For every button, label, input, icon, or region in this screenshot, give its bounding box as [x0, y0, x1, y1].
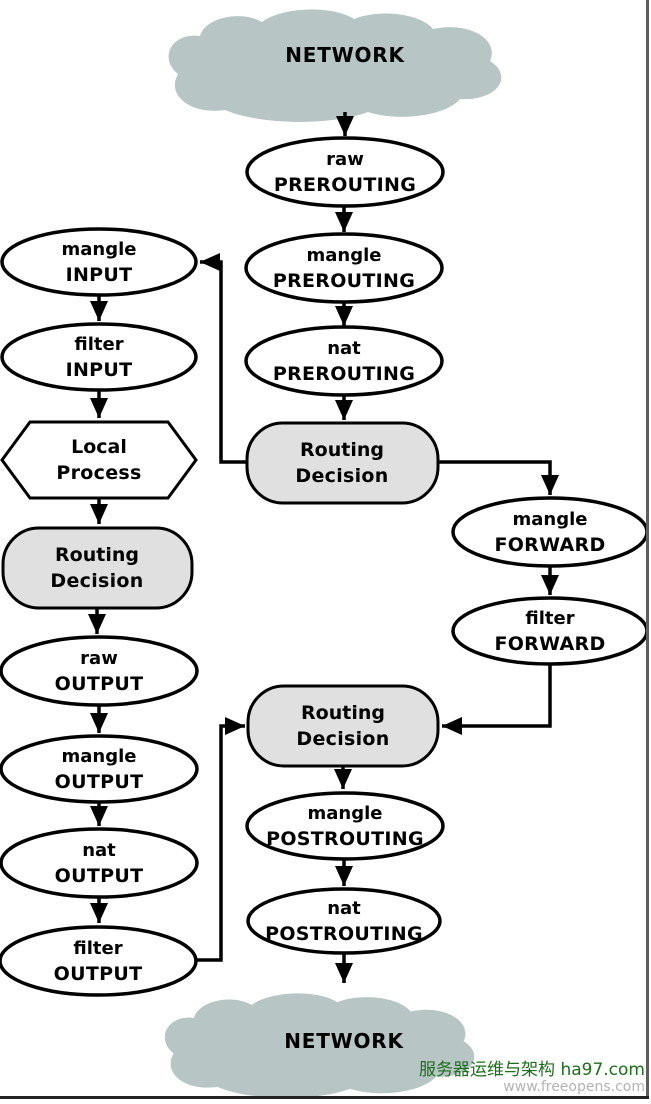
network-cloud-top: [168, 9, 502, 122]
connector-group: [88, 112, 559, 983]
mangle-input-ellipse: [0, 227, 198, 297]
raw-prerouting-ellipse: [245, 136, 445, 208]
mangle-postrouting-ellipse: [245, 791, 445, 861]
routing-decision-mid-box: [245, 421, 440, 505]
arrow-filter-output-to-routing-bottom: [196, 717, 245, 962]
filter-forward-ellipse: [451, 596, 649, 666]
mangle-forward-ellipse: [451, 496, 649, 568]
nat-postrouting-ellipse: [246, 887, 442, 955]
routing-decision-bottom-box: [246, 684, 440, 768]
network-cloud-bottom: [164, 993, 475, 1098]
bottom-edge-shadow: [0, 1096, 649, 1099]
mangle-prerouting-ellipse: [244, 232, 444, 304]
mangle-output-ellipse: [0, 734, 199, 804]
routing-decision-boxes: [1, 421, 440, 768]
raw-output-ellipse: [0, 635, 199, 707]
arrow-routing-mid-to-mangle-forward: [438, 460, 559, 495]
nat-prerouting-ellipse: [244, 325, 444, 397]
local-process-hexagon: [0, 420, 198, 500]
routing-decision-left-box: [1, 526, 194, 610]
nat-output-ellipse: [0, 827, 199, 899]
arrow-routing-mid-to-mangle-input: [200, 253, 247, 464]
filter-output-ellipse: [0, 925, 198, 997]
right-edge-shadow: [646, 0, 649, 1099]
filter-input-ellipse: [0, 322, 198, 392]
chain-ellipses: [0, 136, 649, 997]
arrow-filter-forward-to-routing-bottom: [442, 664, 552, 735]
